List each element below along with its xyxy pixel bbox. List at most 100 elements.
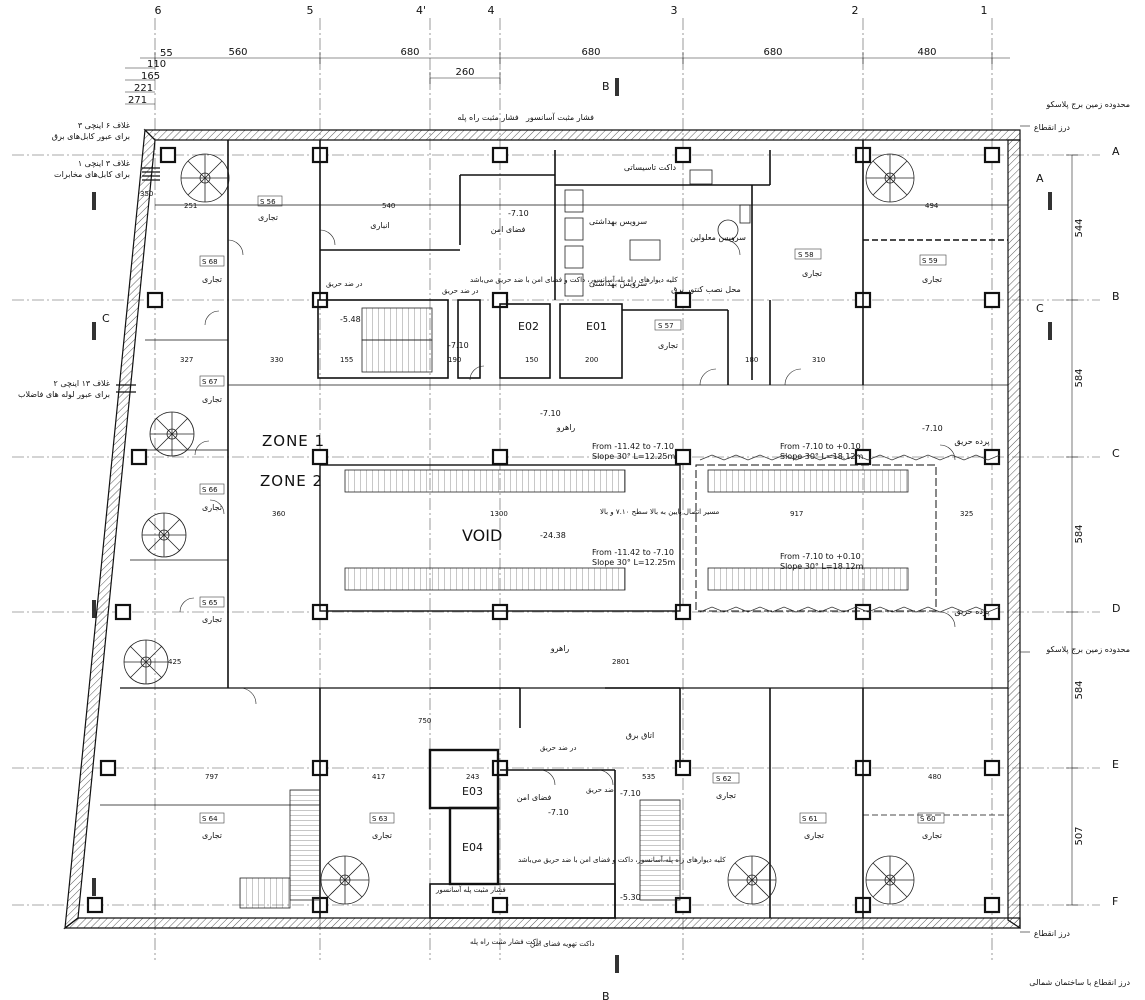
elevator-e02: E02 [518,320,539,333]
fire-door-3: در ضد حریق [540,744,577,752]
axis-E: E [1112,758,1119,771]
svg-text:243: 243 [466,773,479,781]
zone-1-label: ZONE 1 [262,432,325,450]
dim-680-a: 680 [400,47,419,58]
level-2438: -24.38 [540,531,566,540]
svg-text:تجاری: تجاری [202,503,222,512]
section-b-bottom: B [602,990,610,1000]
svg-text:تجاری: تجاری [202,275,222,284]
spiral-stair-6 [320,855,370,905]
esc4-line1: From -7.10 to +0.10 [780,552,861,561]
svg-text:تجاری: تجاری [804,831,824,840]
column-row-c [130,448,1001,466]
elevator-e01: E01 [586,320,607,333]
esc3-line2: Slope 30° L=12.25m [592,558,676,567]
section-markers: B B A C C [92,78,1052,1000]
conduit-sewer-1: ۲ غلاف ۱۳ اینچی [54,379,110,388]
conduit-power-2: برای عبور کابل‌های برق [52,132,130,141]
conduit-tel-2: برای کابل‌های مخابرات [54,170,130,179]
corridor-bottom: راهرو [550,644,570,653]
fire-curtain-1: پرده حریق [954,437,989,446]
axis-C: C [1112,447,1120,460]
svg-text:480: 480 [928,773,941,781]
note-walls-top: کلیه دیوارهای راه پله،آسانسور، داکت و فض… [470,275,678,284]
svg-text:تجاری: تجاری [922,275,942,284]
shop-s56: S 56 [260,198,276,206]
commercial-labels: تجاری تجاری تجاری تجاری تجاری تجاری تجار… [202,213,942,840]
stairs [239,307,681,909]
svg-text:327: 327 [180,356,193,364]
axis-5: 5 [307,4,314,17]
svg-text:425: 425 [168,658,181,666]
service-1: سرویس بهداشتی [589,217,647,226]
svg-text:200: 200 [585,356,598,364]
fire-curtain-2: پرده حریق [954,607,989,616]
safe-space-top: فضای امن [491,225,526,234]
shop-s57: S 57 [658,322,674,330]
shop-s64: S 64 [202,815,218,823]
svg-text:494: 494 [925,202,939,210]
esc2-line1: From -7.10 to +0.10 [780,442,861,451]
svg-text:417: 417 [372,773,385,781]
toilet-fixtures [564,169,751,297]
esc2-line2: Slope 30° L=18.12m [780,452,864,461]
spiral-stair-8 [865,855,915,905]
duct-bottom2: داکت تهویه فضای امن [530,940,595,948]
dim-680-b: 680 [581,47,600,58]
esc1-line2: Slope 30° L=12.25m [592,452,676,461]
column-axis-labels: 6 5 4' 4 3 2 1 [155,4,988,17]
conduit-sewer-2: برای عبور لوله های فاضلاب [18,390,110,399]
axis-6: 6 [155,4,162,17]
dim-507: 507 [1074,826,1085,845]
axis-F: F [1112,895,1118,908]
note-walls-bottom: کلیه دیوارهای راه پله،آسانسور، داکت و فض… [518,855,726,864]
conduit-power-1: ۳ غلاف ۶ اینچی [78,121,130,130]
svg-text:تجاری: تجاری [202,831,222,840]
zone-2-label: ZONE 2 [260,472,323,490]
svg-text:2801: 2801 [612,658,630,666]
shop-labels: S 56 S 68 S 57 S 58 S 59 S 67 S 66 S 65 … [202,198,938,823]
boundary-mid: محدوده زمین برج پلاسکو [1045,645,1130,654]
esc4-line2: Slope 30° L=18.12m [780,562,864,571]
right-dimension-chain [1066,154,1078,906]
expansion-north: درز انقطاع با ساختمان شمالی [1029,978,1130,987]
conduit-tel-1: ۱ غلاف ۳ اینچی [78,159,130,168]
dim-55: 55 [160,48,173,59]
elevator-e04: E04 [462,841,483,854]
level-710-d: -7.10 [922,424,943,433]
shop-tags [199,195,947,824]
level-710-c: -7.10 [540,409,561,418]
shop-s65: S 65 [202,599,218,607]
void-note: مسیر اتصال پایین به بالا سطح ۷.۱۰ و بالا [600,508,720,516]
dim-480: 480 [917,47,936,58]
shop-s61: S 61 [802,815,818,823]
duct-install: داکت تاسیساتی [624,163,677,172]
axis-4: 4 [488,4,495,17]
void-label: VOID [462,526,502,545]
fire-curtain-lines [699,125,1030,933]
shop-s63: S 63 [372,815,388,823]
right-dimension-values: 544 584 584 584 507 [1074,218,1085,845]
svg-text:تجاری: تجاری [716,791,736,800]
axis-B: B [1112,290,1120,303]
dim-584-a: 584 [1074,368,1085,387]
top-dimension-chain [125,52,1010,105]
dim-165: 165 [141,71,160,82]
level-710-a: -7.10 [508,209,529,218]
dim-110: 110 [147,59,166,70]
esc3-line1: From -11.42 to -7.10 [592,548,674,557]
elevator-e03: E03 [462,785,483,798]
svg-text:تجاری: تجاری [258,213,278,222]
shop-s58: S 58 [798,251,814,259]
escalators [344,469,909,591]
svg-text:150: 150 [525,356,538,364]
svg-text:350: 350 [140,190,153,198]
fire-door-2: در ضد حریق [442,287,479,295]
pressure-elev: فشار مثبت آسانسور [525,112,594,122]
row-axis-labels: A B C D E F [1112,145,1120,908]
svg-text:190: 190 [448,356,461,364]
level-710-e: -7.10 [620,789,641,798]
svg-text:325: 325 [960,510,973,518]
dim-260: 260 [455,67,474,78]
svg-text:535: 535 [642,773,655,781]
